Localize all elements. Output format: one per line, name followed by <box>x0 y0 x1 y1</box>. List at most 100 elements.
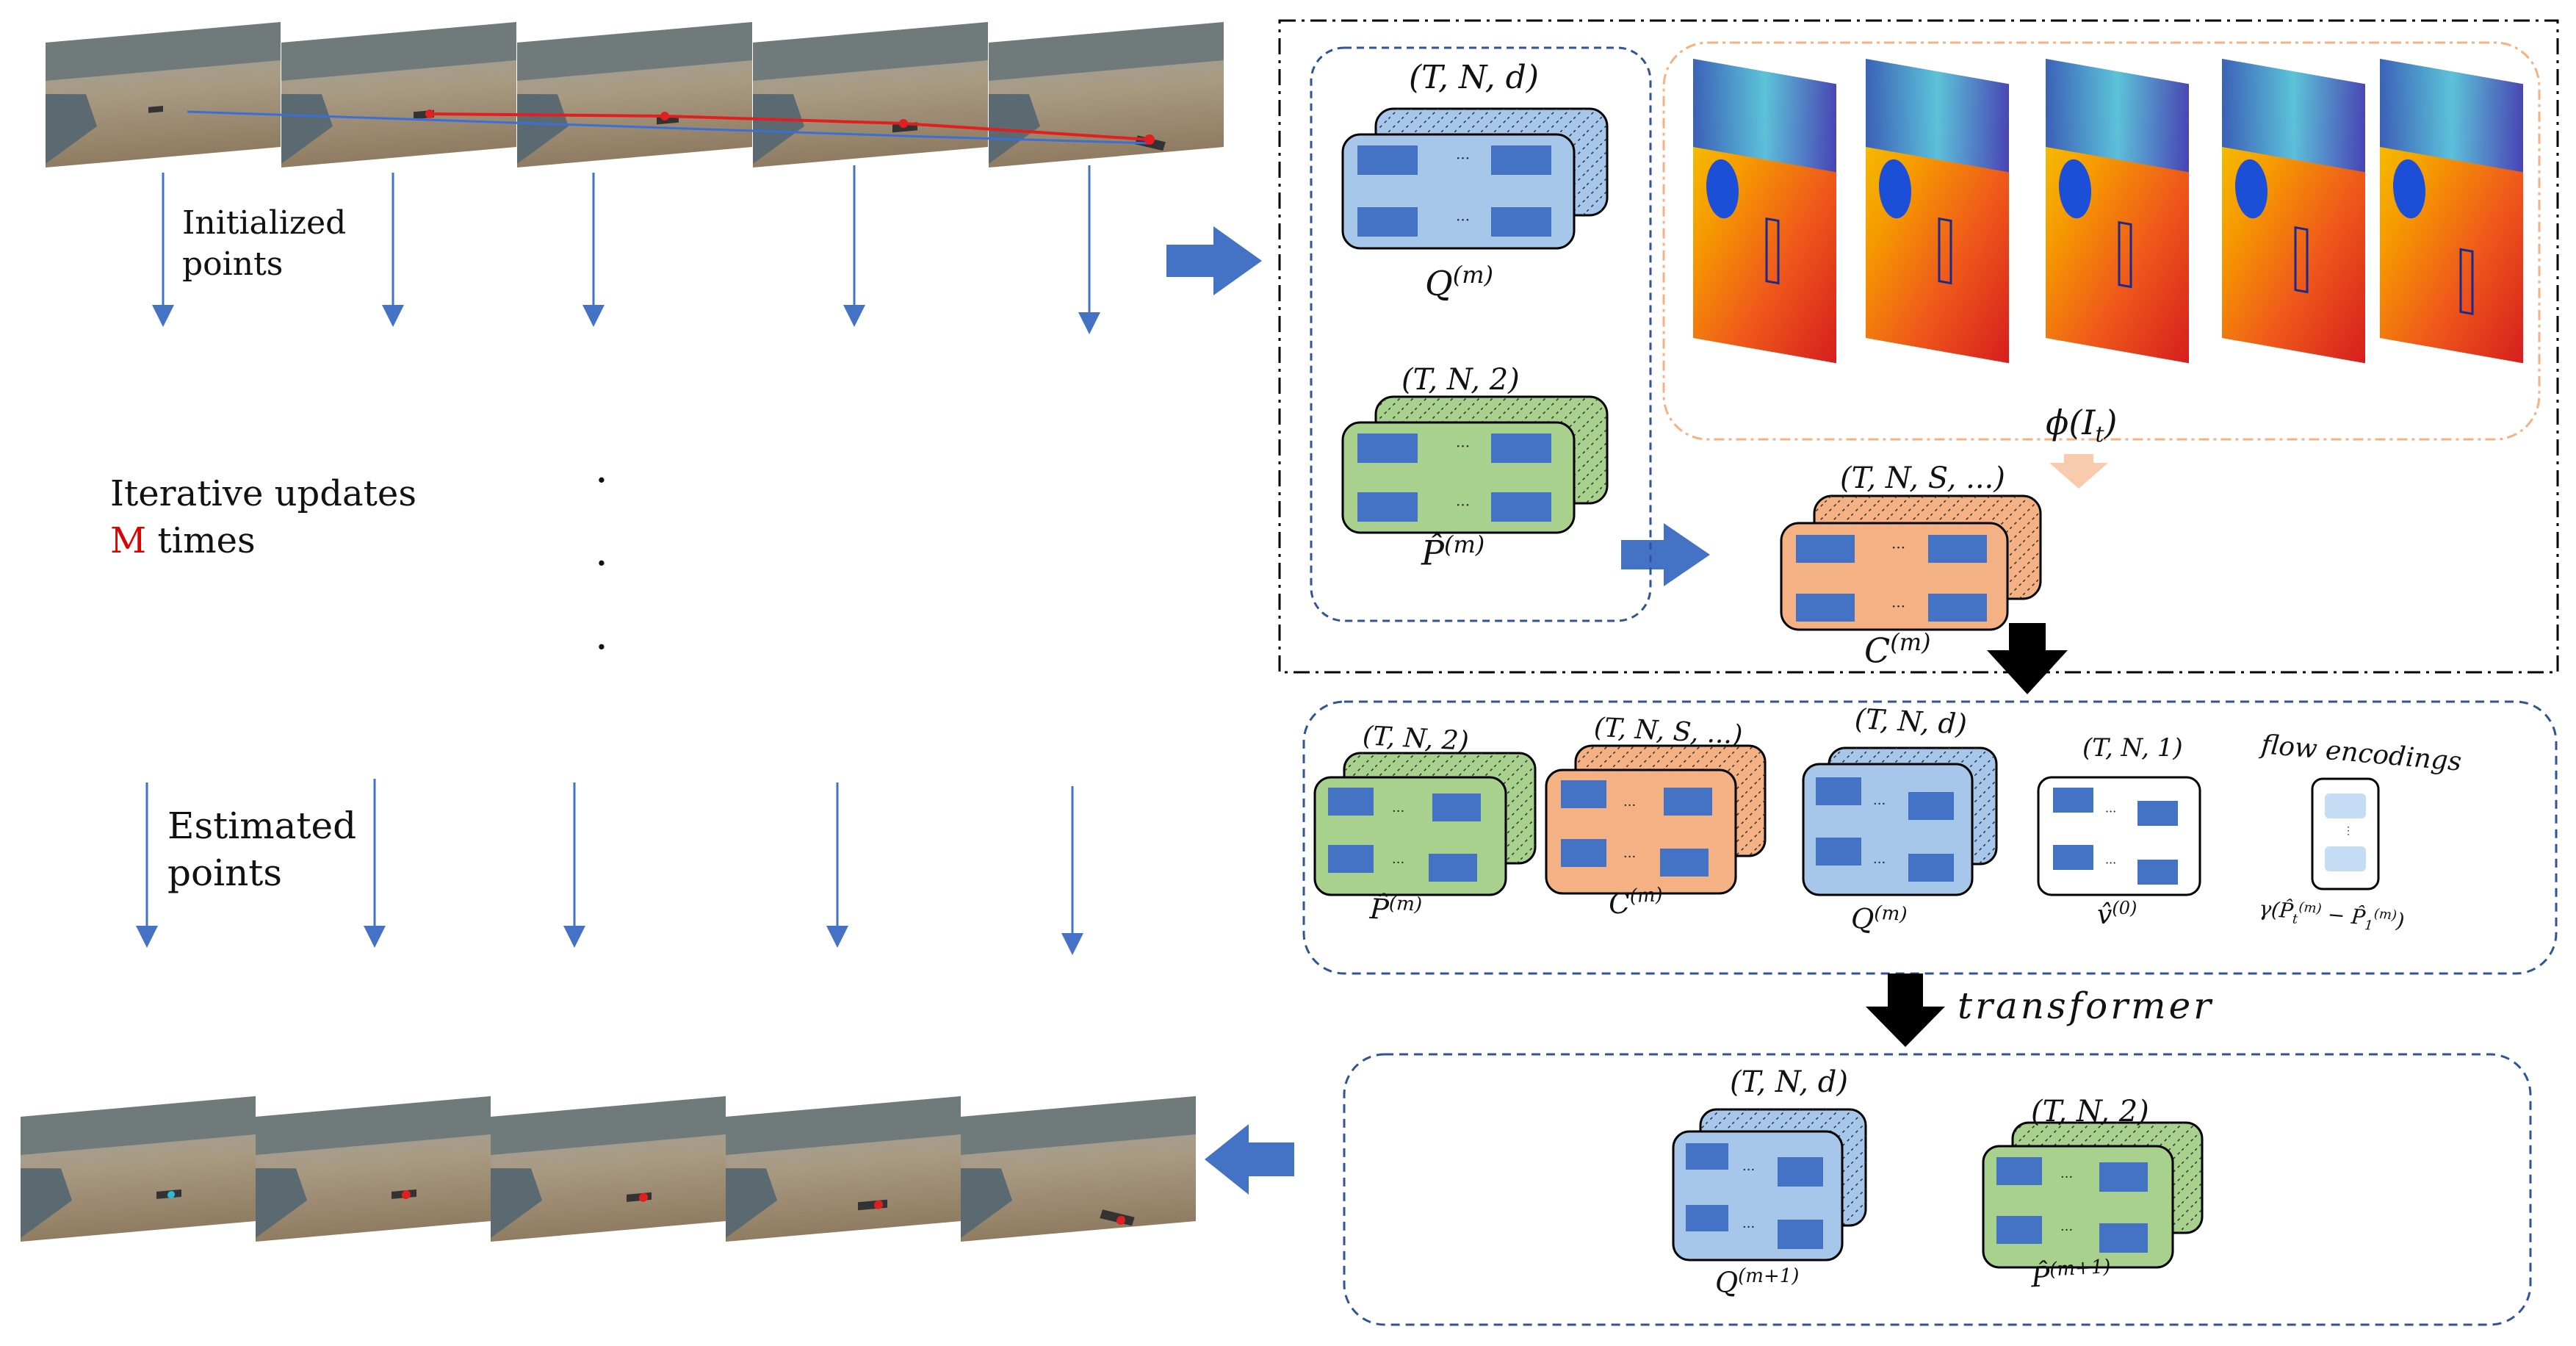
svg-text:···: ··· <box>1392 804 1404 819</box>
video-frame <box>753 22 988 168</box>
q-dim-top: (T, N, d) <box>1409 59 1540 96</box>
feature-map <box>2222 59 2365 364</box>
q-symbol: Q <box>1715 1266 1739 1299</box>
svg-text:···: ··· <box>1623 798 1636 813</box>
p-dim-mid: (T, N, 2) <box>1362 721 1470 757</box>
q-label-bottom: Q(m+1) <box>1715 1265 1799 1299</box>
p-label-bottom: P̂(m+1) <box>2030 1256 2112 1293</box>
p-sup: (m) <box>1388 892 1423 916</box>
p-symbol: P̂ <box>1368 892 1390 926</box>
q-sup: (m+1) <box>1738 1265 1800 1287</box>
svg-text:···: ··· <box>2105 856 2116 870</box>
initialized-label-line2: points <box>182 245 284 283</box>
est-arrows <box>136 779 1083 955</box>
iterative-label-line2: M times <box>110 517 416 564</box>
card-p-bottom: ······ <box>1982 1121 2204 1269</box>
output-frame <box>726 1096 961 1242</box>
flow-func: γ(P̂ <box>2258 896 2295 924</box>
card-c-top: ······ <box>1780 494 2042 631</box>
svg-text:···: ··· <box>1623 849 1636 865</box>
p-sup: (m+1) <box>2049 1256 2112 1281</box>
card-p-top: ··· ··· <box>1341 395 1609 534</box>
q-sup: (m) <box>1452 261 1494 289</box>
right-arrow <box>1166 226 1262 295</box>
c-sup: (m) <box>1628 884 1664 908</box>
input-frames <box>46 22 1224 168</box>
feature-maps <box>1693 59 2523 364</box>
output-frame <box>961 1096 1196 1242</box>
p-sup: (m) <box>1443 530 1485 558</box>
svg-text:···: ··· <box>1742 1162 1755 1178</box>
svg-text:···: ··· <box>2060 1170 2073 1185</box>
p-symbol: P̂ <box>2030 1260 2051 1294</box>
card-q-top: ······ <box>1341 107 1609 250</box>
flow-sub-t: t <box>2292 911 2299 927</box>
q-dim-bottom: (T, N, d) <box>1730 1065 1848 1099</box>
svg-text:⋮: ⋮ <box>2343 825 2353 837</box>
v-dim-mid: (T, N, 1) <box>2082 733 2183 763</box>
svg-text:···: ··· <box>1456 496 1470 514</box>
svg-text:···: ··· <box>1891 597 1905 615</box>
track-red <box>429 112 1150 141</box>
init-arrows <box>152 165 1100 334</box>
track-blue <box>187 110 1150 145</box>
v-sup: (0) <box>2112 898 2137 918</box>
times-label: times <box>157 520 256 561</box>
card-v-mid: ··· ··· <box>2037 776 2201 896</box>
svg-text:···: ··· <box>1392 855 1404 871</box>
svg-text:···: ··· <box>1456 211 1470 228</box>
left-arrow <box>1205 1124 1294 1195</box>
flow-sup: (m) <box>2298 899 2323 917</box>
card-p-mid: ··· ··· <box>1313 752 1537 896</box>
c-symbol: C <box>1607 887 1631 921</box>
video-frame <box>281 22 516 168</box>
q-label-mid: Q(m) <box>1850 901 1908 937</box>
svg-text:···: ··· <box>2105 805 2116 818</box>
c-label-mid: C(m) <box>1608 884 1664 920</box>
estimated-label: Estimated points <box>167 802 356 896</box>
feature-map <box>1693 59 1836 364</box>
iterative-label-line1: Iterative updates <box>110 473 416 514</box>
output-frame <box>21 1096 256 1242</box>
q-label-top: Q(m) <box>1425 261 1493 303</box>
output-frame <box>491 1096 726 1242</box>
estimated-label-line2: points <box>167 852 283 894</box>
ellipsis-dot: . <box>595 611 608 659</box>
m-letter: M <box>110 520 147 561</box>
c-dim-top: (T, N, S, ...) <box>1840 461 2005 495</box>
feature-close: ) <box>2104 403 2118 442</box>
output-frame <box>256 1096 491 1242</box>
feature-map <box>2380 59 2523 364</box>
feature-sub: t <box>2095 422 2104 448</box>
p-dim-bottom: (T, N, 2) <box>2031 1095 2149 1129</box>
down-arrow-black <box>1866 973 1945 1047</box>
initialized-label-line1: Initialized <box>182 204 347 242</box>
card-q-mid: ······ <box>1802 746 1998 896</box>
p-symbol: P̂ <box>1421 533 1444 573</box>
ellipsis-dot: . <box>595 528 608 575</box>
flow-sup-2: (m) <box>2373 906 2398 924</box>
p-label-mid: P̂(m) <box>1369 891 1423 927</box>
v-label-mid: v̂(0) <box>2097 898 2137 930</box>
q-dim-mid: (T, N, d) <box>1853 702 1968 741</box>
query-group <box>1310 46 1652 622</box>
video-frame <box>517 22 752 168</box>
svg-text:···: ··· <box>1873 796 1886 812</box>
flow-minus: − P̂ <box>2320 901 2367 930</box>
transformer-label: transformer <box>1958 985 2215 1027</box>
c-symbol: C <box>1864 630 1891 671</box>
output-box <box>1343 1053 2532 1326</box>
feature-map <box>1866 59 2009 364</box>
svg-text:···: ··· <box>1456 437 1470 455</box>
q-sup: (m) <box>1873 901 1908 926</box>
flow-sub-1: 1 <box>2364 917 2374 934</box>
transformer-inputs-box <box>1302 700 2558 975</box>
p-label-top: P̂(m) <box>1421 530 1484 572</box>
feature-label: ϕ(It) <box>2046 403 2118 447</box>
output-frames <box>21 1096 1196 1242</box>
feature-arrow <box>2049 454 2108 489</box>
p-dim-top: (T, N, 2) <box>1401 363 1520 397</box>
video-frame <box>46 22 281 168</box>
ellipsis-dot: . <box>595 445 608 492</box>
